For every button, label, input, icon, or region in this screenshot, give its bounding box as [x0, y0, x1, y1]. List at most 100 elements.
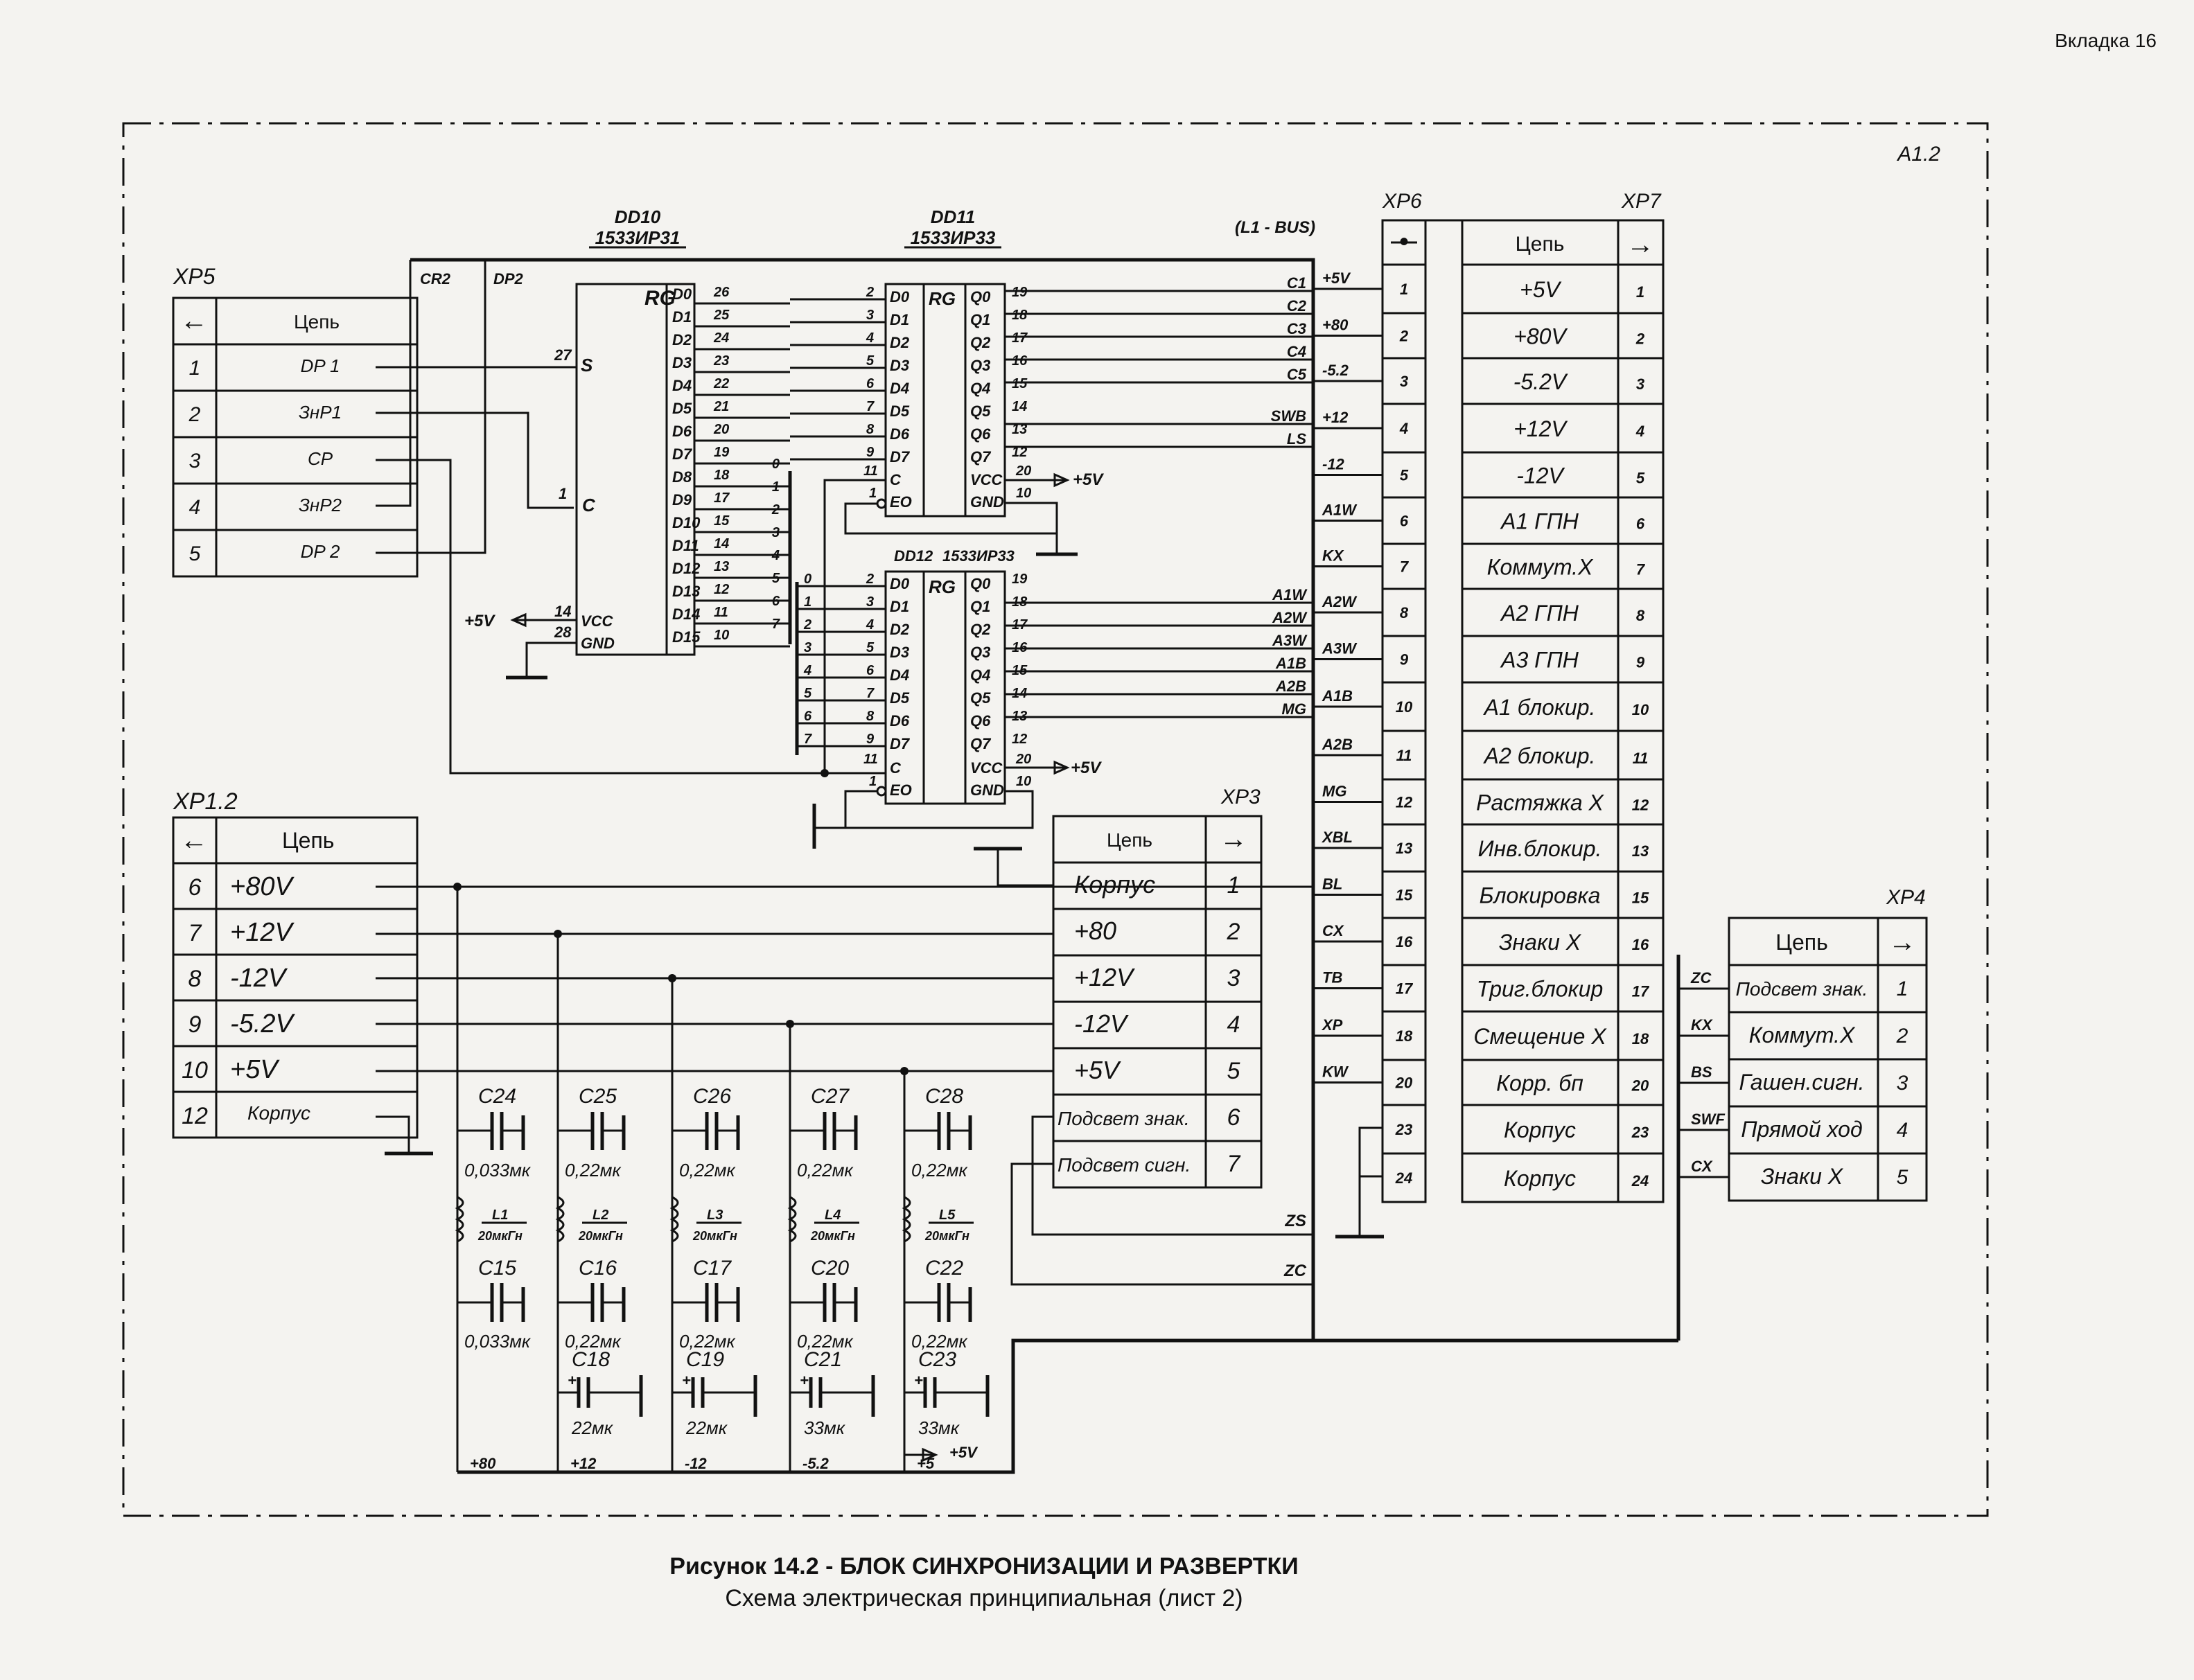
dd10-pin-label: D10 [672, 514, 701, 531]
dd12-bus-label: A1B [1275, 655, 1306, 672]
dd10-pin-num: 10 [714, 628, 729, 643]
rail-label: +80 [470, 1455, 496, 1472]
dd10-pin-num: 26 [713, 285, 730, 300]
dd12-in-pin: 2 [866, 572, 874, 587]
dd10-gnd-pin: 28 [554, 624, 572, 641]
xp7-pin-num: 4 [1635, 423, 1644, 440]
cap-value: 0,22мк [797, 1331, 854, 1352]
xp4-signal: Прямой ход [1741, 1117, 1862, 1142]
rail-label: -12 [685, 1455, 708, 1472]
xp7-signal: -5.2V [1513, 369, 1568, 394]
dd12-bus-tap-num: 7 [804, 732, 812, 747]
xp7-signal: +12V [1513, 416, 1568, 441]
xp6-signal: CX [1322, 922, 1344, 939]
cap-ref: C23 [918, 1348, 956, 1371]
rail-label: -5.2 [802, 1455, 830, 1472]
dd12-c-pin: 11 [863, 752, 878, 767]
dd10-pin-label: D7 [672, 445, 693, 463]
xp6-signal: KW [1322, 1063, 1349, 1081]
polarity-plus: + [914, 1372, 923, 1389]
xp4-bus-label: BS [1691, 1063, 1712, 1081]
dd11-bus-label: C4 [1287, 343, 1306, 360]
xp6-pin-num: 7 [1400, 558, 1410, 576]
xp6-signal: +80 [1322, 317, 1349, 334]
znr2-wire [376, 260, 412, 507]
dd11-out-pin: 17 [1012, 330, 1028, 346]
dd10-pin-num: 18 [714, 468, 730, 483]
inductor-value: 20мкГн [692, 1229, 737, 1243]
dd12-out-pin: 12 [1012, 732, 1027, 747]
xp7-signal: Корр. бп [1496, 1071, 1583, 1096]
xp6-gnd-wire [1358, 1126, 1383, 1237]
xp3-signal: +5V [1074, 1056, 1121, 1084]
cp-wire [376, 459, 839, 775]
dd12-bus-tap-num: 4 [803, 663, 811, 678]
cap-ref: C20 [811, 1257, 849, 1280]
xp12-gnd-wire [376, 1115, 410, 1153]
xp7-signal: A2 блокир. [1483, 743, 1596, 768]
xp6-signal: BL [1322, 876, 1342, 893]
dd10-pin-label: D8 [672, 468, 692, 486]
dd10-pin-num: 12 [714, 582, 729, 597]
xp6-signal: A2W [1322, 593, 1358, 610]
xp6-signal: +5V [1322, 269, 1351, 287]
dd10-pin-num: 21 [713, 399, 729, 414]
xp7-signal: A1 блокир. [1483, 695, 1596, 720]
cap-value: 0,033мк [464, 1160, 532, 1181]
xp7-pin-num: 1 [1636, 283, 1644, 301]
xp6-signal: KX [1322, 547, 1344, 565]
dd12-in-pin: 9 [866, 732, 875, 747]
xp6-pin-num: 11 [1396, 747, 1412, 764]
xp4-pin-num: 4 [1897, 1119, 1908, 1142]
xp6-pin-num: 17 [1396, 980, 1414, 998]
dd10-pin-num: 14 [714, 536, 729, 551]
xp4-pin-num: 5 [1897, 1166, 1908, 1189]
dd11-in-pin: 2 [866, 285, 874, 300]
xp6-signal: A1W [1322, 502, 1358, 519]
xp5-pin-num: 4 [189, 496, 201, 519]
xp7-pin-num: 23 [1631, 1124, 1649, 1141]
dd10-pin-label: D11 [672, 537, 699, 554]
dd10-c: C [582, 495, 596, 515]
cap-ref: C15 [478, 1257, 516, 1280]
dd10-vcc-pin: 14 [554, 603, 571, 620]
cap-ref: C28 [925, 1085, 963, 1108]
dd10-name: DD10 [615, 206, 661, 227]
xp7-pin-num: 5 [1636, 470, 1645, 487]
right-arrow-icon: → [1626, 229, 1654, 260]
cap-ref: C17 [693, 1257, 732, 1280]
dd12-in-pin: 3 [866, 594, 874, 610]
dd12-in-pin: 7 [866, 686, 875, 701]
xp12-pin-num: 9 [188, 1011, 202, 1038]
dd11-eo-pin: 1 [869, 486, 877, 501]
xp6-pin-num: 2 [1399, 328, 1409, 345]
inductor-icon [555, 1196, 565, 1243]
dd11-bus-label: C3 [1287, 320, 1306, 337]
xp4-bus-label: CX [1691, 1158, 1713, 1175]
dd12-out-label: Q7 [970, 735, 992, 752]
cap-value: 0,22мк [797, 1160, 854, 1181]
dd12-name: DD12 [894, 547, 933, 565]
xp4-header: Цепь [1775, 930, 1827, 955]
dd10-pin-label: D15 [672, 628, 701, 646]
xp12-pin-num: 10 [182, 1057, 208, 1084]
dd11-out-pin: 12 [1012, 445, 1027, 460]
xp12-pin-num: 12 [182, 1103, 208, 1129]
xp3-signal: Подсвет знак. [1057, 1108, 1190, 1129]
xp6-signal: MG [1322, 783, 1346, 800]
xp6-pin-num: 15 [1396, 887, 1413, 904]
dd12-gnd: GND [970, 781, 1004, 799]
dd10-pin-label: D5 [672, 400, 692, 417]
cr2-label: CR2 [420, 270, 451, 288]
dd11-in-label: D6 [890, 425, 910, 443]
xp12-signal: -12V [230, 964, 288, 993]
dd10-pin-label: D14 [672, 605, 700, 623]
xp7-signal: Знаки X [1499, 930, 1582, 955]
xp7-pin-num: 2 [1635, 330, 1645, 348]
dd12-in-pin: 4 [866, 617, 874, 633]
dd10-rg: RG [644, 287, 676, 310]
xp7-pin-num: 16 [1632, 936, 1649, 953]
xp7-pin-num: 12 [1632, 797, 1649, 814]
xp3-zc-wire [1010, 1162, 1313, 1286]
cap-value: 0,22мк [565, 1160, 622, 1181]
